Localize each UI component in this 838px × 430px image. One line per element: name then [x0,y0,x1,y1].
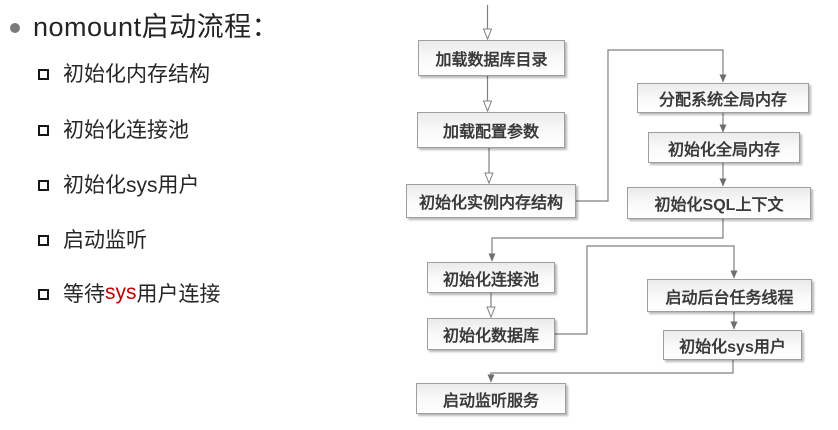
list-item: 初始化sys用户 [38,169,200,199]
flow-node-init-database: 初始化数据库 [427,318,555,350]
square-bullet-icon [38,125,49,136]
list-item: 初始化内存结构 [38,58,210,88]
list-item-text: 等待 [63,283,105,306]
edge-init-sys-user-to-start-listener [487,360,734,383]
round-bullet-icon [10,22,20,33]
list-item-highlight: sys [105,281,137,304]
list-item-text: 初始化连接池 [63,119,189,142]
flow-node-init-connection-pool: 初始化连接池 [427,262,555,293]
flow-node-init-global-memory: 初始化全局内存 [648,132,800,163]
flow-node-load-db-directory: 加载数据库目录 [418,40,565,76]
flow-node-init-instance-memory: 初始化实例内存结构 [406,184,576,218]
square-bullet-icon [38,180,49,191]
square-bullet-icon [38,235,49,246]
flow-node-start-listener-service: 启动监听服务 [416,383,566,414]
flow-node-init-sys-user: 初始化sys用户 [663,330,802,360]
flow-node-alloc-system-global-memory: 分配系统全局内存 [637,83,809,113]
list-item-text: 初始化sys用户 [63,174,200,197]
list-item: 启动监听 [38,224,147,254]
list-item: 初始化连接池 [38,114,189,144]
list-item-text: 启动监听 [63,229,147,252]
list-item-text: 初始化内存结构 [63,63,210,86]
page-title: nomount启动流程： [33,12,280,42]
square-bullet-icon [38,69,49,80]
list-item-text-after: 用户连接 [136,283,221,306]
edge-init-instance-mem-to-alloc-sga [576,49,727,202]
flow-node-init-sql-context: 初始化SQL上下文 [627,187,811,219]
flow-node-load-config-params: 加载配置参数 [417,112,565,148]
edge-init-sql-ctx-to-init-conn-pool [488,219,724,262]
flow-node-start-background-threads: 启动后台任务线程 [647,279,812,312]
square-bullet-icon [38,289,49,300]
title-row: nomount启动流程： [10,5,279,44]
